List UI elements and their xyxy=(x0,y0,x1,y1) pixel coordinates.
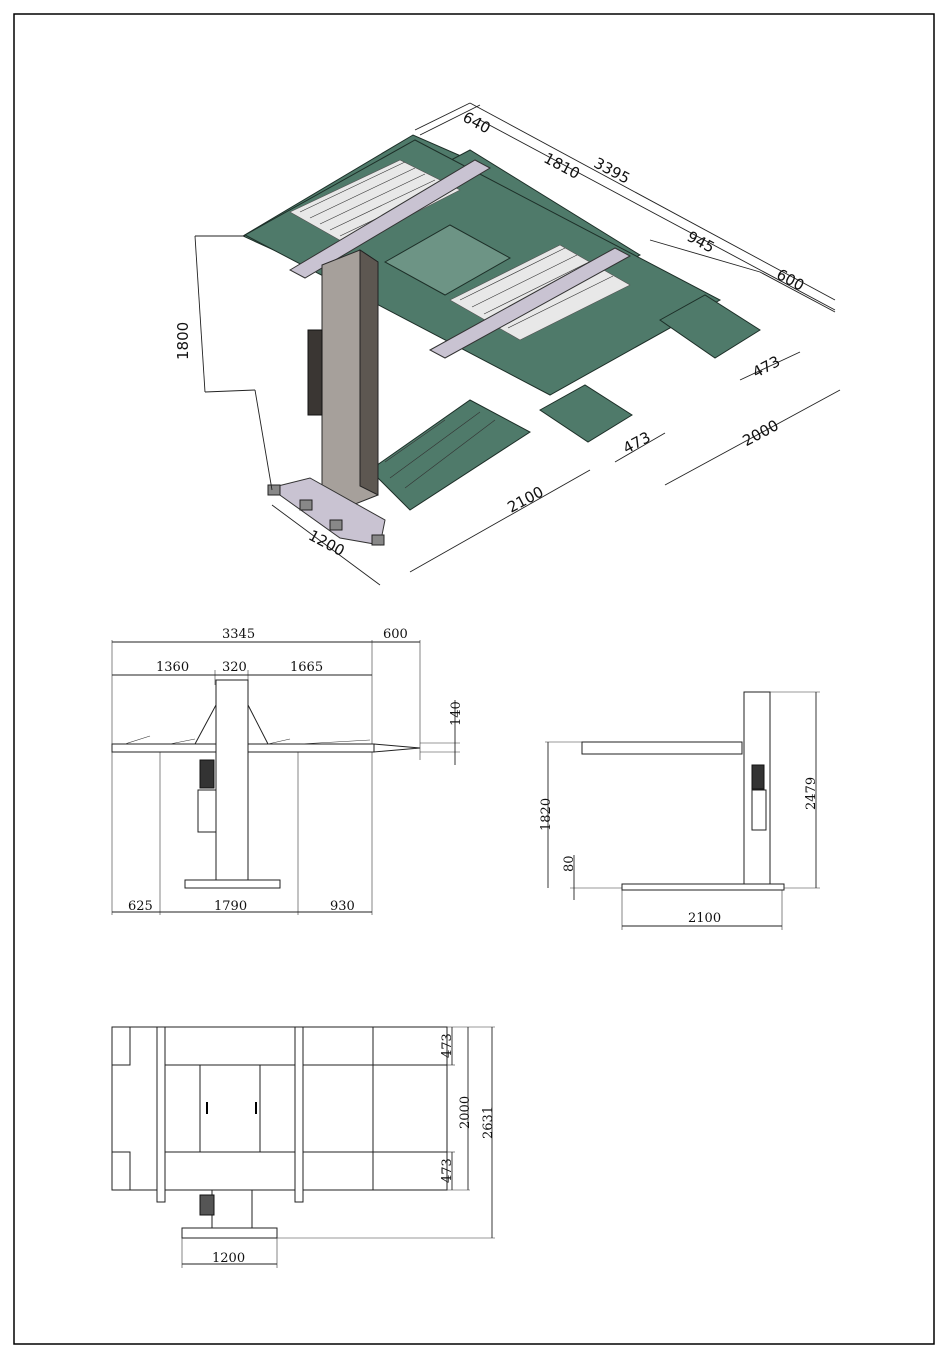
iso-column-side xyxy=(360,250,378,495)
iso-dim-2000: 2000 xyxy=(740,416,782,450)
front-column xyxy=(216,680,248,880)
top-dim-473-lower: 473 xyxy=(440,1158,455,1183)
iso-lower-ramp xyxy=(370,400,530,510)
side-view: 1820 80 2479 2100 xyxy=(539,692,820,930)
side-dim-80: 80 xyxy=(562,855,577,872)
front-dim-1665: 1665 xyxy=(290,660,323,675)
top-dim-2000: 2000 xyxy=(458,1096,473,1129)
iso-dim-473-front: 473 xyxy=(620,428,654,457)
iso-ramp-front xyxy=(540,385,632,442)
front-dim-625: 625 xyxy=(128,899,153,914)
side-tank xyxy=(752,790,766,830)
iso-motor xyxy=(308,330,322,415)
iso-dim-600: 600 xyxy=(773,265,807,294)
iso-dim-2100: 2100 xyxy=(504,483,546,517)
front-extension-lines xyxy=(112,640,460,915)
front-tank xyxy=(198,790,216,832)
top-crossbeam-left xyxy=(157,1027,165,1202)
isometric-view: 640 1810 3395 945 600 473 2000 473 2100 … xyxy=(174,103,840,585)
front-dim-3345: 3345 xyxy=(222,627,255,642)
side-dim-1820: 1820 xyxy=(539,798,554,831)
top-left-foot-upper xyxy=(112,1027,130,1065)
top-dim-1200: 1200 xyxy=(212,1251,245,1266)
front-dim-1790: 1790 xyxy=(214,899,247,914)
top-left-foot-lower xyxy=(112,1152,130,1190)
side-base xyxy=(622,884,784,890)
iso-dim-1810: 1810 xyxy=(541,149,583,183)
front-dim-1360: 1360 xyxy=(156,660,189,675)
top-right-ramp-upper xyxy=(373,1027,447,1065)
front-dim-140: 140 xyxy=(449,701,464,726)
side-extension-lines xyxy=(545,692,820,930)
top-dim-2631: 2631 xyxy=(481,1106,496,1139)
top-motor xyxy=(200,1195,214,1215)
front-dim-320: 320 xyxy=(222,660,247,675)
iso-dim-1800: 1800 xyxy=(174,322,192,360)
iso-dim-945: 945 xyxy=(684,227,718,256)
front-platform-ramp xyxy=(374,744,420,752)
front-dimension-lines xyxy=(112,642,455,912)
iso-dim-473-right: 473 xyxy=(749,352,783,381)
front-dim-930: 930 xyxy=(330,899,355,914)
top-dim-473-upper: 473 xyxy=(440,1033,455,1058)
side-dim-2100: 2100 xyxy=(688,911,721,926)
side-platform xyxy=(582,742,742,754)
top-base-plate xyxy=(182,1228,277,1238)
top-crossbeam-right xyxy=(295,1027,303,1202)
top-right-panel xyxy=(303,1065,373,1152)
top-center-plate xyxy=(200,1065,260,1152)
top-view: 473 2000 2631 473 1200 xyxy=(112,1027,496,1268)
front-base xyxy=(185,880,280,888)
side-dimension-lines xyxy=(548,692,816,926)
front-motor xyxy=(200,760,214,788)
side-motor xyxy=(752,765,764,789)
front-dim-600: 600 xyxy=(383,627,408,642)
top-column-base xyxy=(212,1190,252,1228)
front-view: 3345 600 1360 320 1665 140 625 1790 930 xyxy=(112,627,464,915)
top-right-ramp-lower xyxy=(373,1152,447,1190)
side-dim-2479: 2479 xyxy=(804,777,819,810)
